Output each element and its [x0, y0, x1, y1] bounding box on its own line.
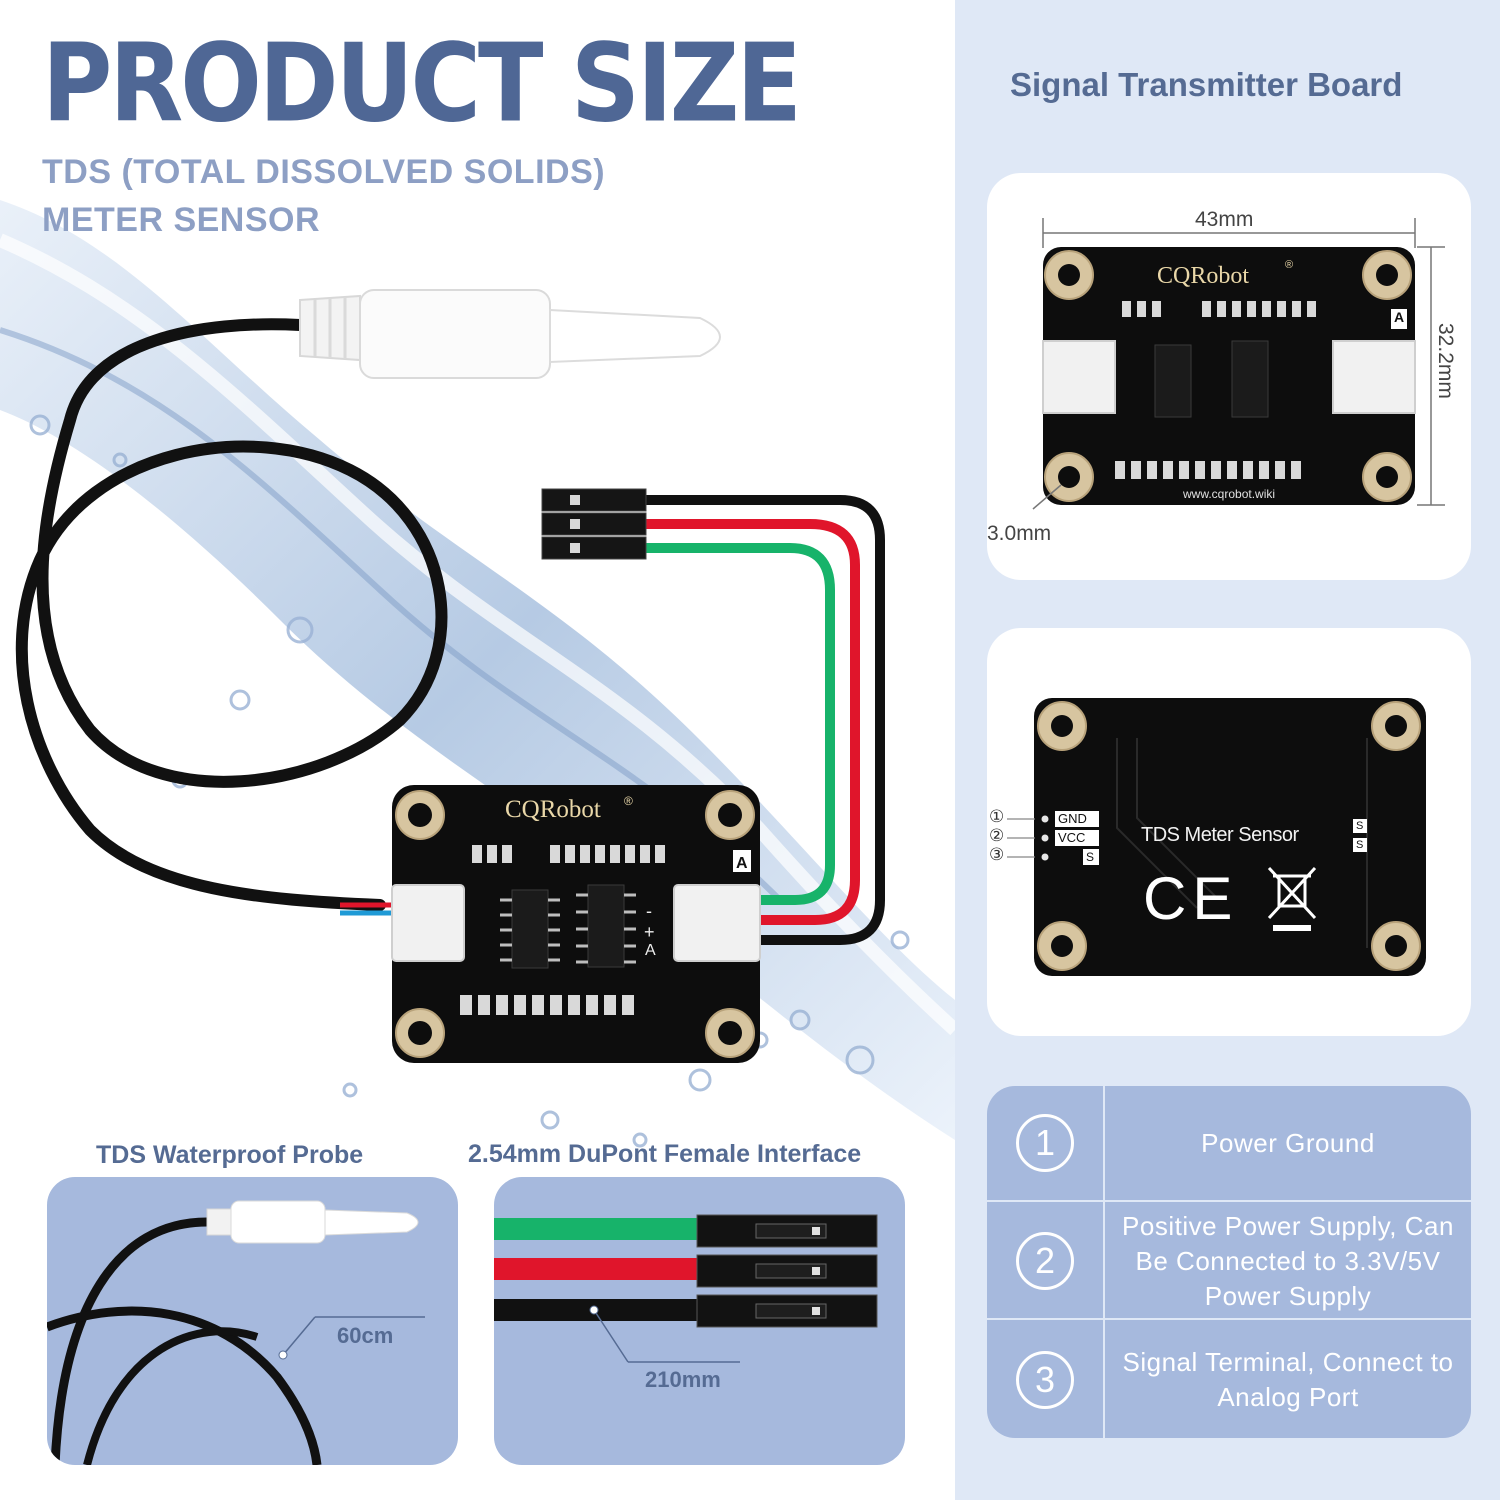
board-minus-label: -: [646, 901, 652, 921]
board-height-label: 32.2mm: [1434, 323, 1457, 399]
probe-caption: TDS Waterproof Probe: [96, 1141, 364, 1169]
board-back-name: TDS Meter Sensor: [1141, 824, 1299, 846]
right-connector-icon: [1332, 340, 1416, 414]
probe-length-label: 60cm: [337, 1323, 394, 1348]
board-brand-label: CQRobot: [1157, 263, 1250, 289]
subtitle-line-1: TDS (TOTAL DISSOLVED SOLIDS): [42, 153, 606, 191]
board-back-card: ① ② ③ GND VCC S S S TDS Meter Sensor CE: [987, 628, 1471, 1036]
right-connector-icon: [673, 884, 761, 962]
right-pin-label-s1: S: [1356, 820, 1364, 832]
pin-table: 1 Power Ground 2 Positive Power Supply, …: [987, 1086, 1471, 1438]
pin-description-3: Signal Terminal, Connect to Analog Port: [1122, 1347, 1454, 1412]
board-trademark: ®: [624, 794, 633, 808]
subtitle-line-2: METER SENSOR: [42, 201, 321, 239]
probe-tip-icon: [206, 1200, 419, 1244]
probe-tip-icon: [299, 289, 721, 379]
probe-card: 60cm: [47, 1177, 458, 1465]
pin-number-2: 2: [1016, 1232, 1074, 1290]
board-port-label: A: [736, 855, 748, 872]
pin-row: 1 Power Ground: [987, 1086, 1471, 1200]
pin-label-vcc: VCC: [1058, 830, 1086, 845]
probe-cable: [15, 318, 448, 911]
right-panel-title: Signal Transmitter Board: [1010, 66, 1403, 103]
dupont-caption: 2.54mm DuPont Female Interface: [468, 1140, 862, 1168]
pin-description-2: Positive Power Supply, Can Be Connected …: [1122, 1210, 1454, 1311]
board-port-label: A: [1394, 309, 1405, 325]
ce-mark-icon: CE: [1143, 865, 1239, 932]
pin-number-3: 3: [1016, 1351, 1074, 1409]
pin-row: 2 Positive Power Supply, Can Be Connecte…: [987, 1200, 1471, 1320]
pin-label-s: S: [1086, 850, 1095, 864]
dupont-length-label: 210mm: [645, 1367, 721, 1392]
left-connector-icon: [391, 884, 465, 962]
board-analog-label: A: [645, 942, 656, 959]
pin-description-1: Power Ground: [1201, 1127, 1375, 1158]
hole-size-label: 3.0mm: [987, 522, 1052, 545]
pin-number-1: 1: [1016, 1114, 1074, 1172]
board-website-label: www.cqrobot.wiki: [1183, 487, 1276, 501]
board-trademark: ®: [1285, 259, 1294, 271]
page-title: PRODUCT SIZE: [42, 21, 802, 147]
right-pin-label-s2: S: [1356, 839, 1364, 851]
board-plus-label: +: [644, 922, 655, 942]
pin-marker-3: ③: [989, 845, 1005, 864]
dupont-header-icon: [696, 1214, 878, 1328]
pin-marker-2: ②: [989, 826, 1005, 845]
board-width-label: 43mm: [1195, 208, 1254, 231]
product-illustration: CQRobot ® A - + A: [15, 289, 885, 1063]
board-dimensions-card: 43mm 32.2mm 3.0mm CQRobot ® A www.cqrobo…: [987, 173, 1471, 580]
dupont-header-icon: [541, 488, 647, 560]
left-connector-icon: [1042, 340, 1116, 414]
main-board-image: CQRobot ® A - + A: [391, 785, 761, 1063]
pin-marker-1: ①: [989, 807, 1005, 826]
pin-row: 3 Signal Terminal, Connect to Analog Por…: [987, 1318, 1471, 1438]
weee-bin-icon: [1267, 866, 1317, 931]
board-brand-label: CQRobot: [505, 796, 601, 823]
pin-label-gnd: GND: [1058, 811, 1087, 826]
dupont-card: 210mm: [494, 1177, 905, 1465]
